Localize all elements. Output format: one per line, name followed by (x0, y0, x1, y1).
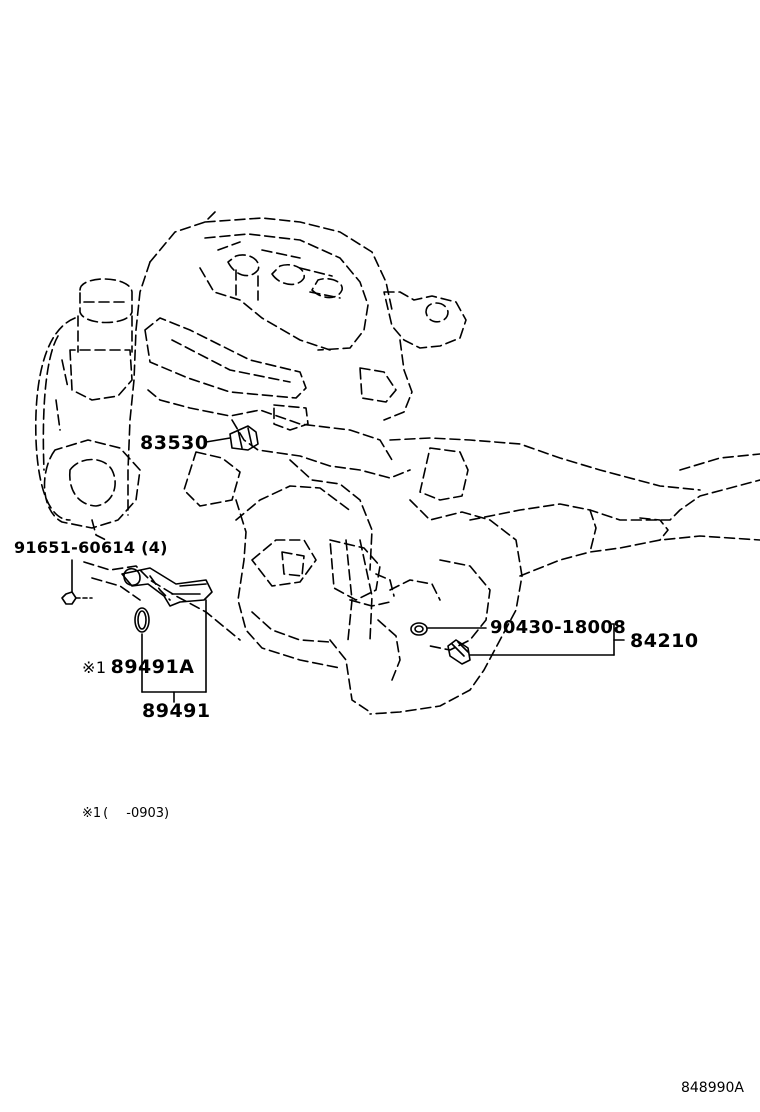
illustration-code: 848990A (680, 1080, 744, 1096)
o-ring-part (134, 607, 150, 633)
footnote-paren: ( (103, 806, 109, 821)
footnote-mark: ※1 (82, 806, 102, 821)
bolt-part (61, 591, 93, 605)
leader-84210 (469, 623, 625, 656)
sensor-bracket-part (121, 567, 213, 607)
leader-89491 (141, 599, 207, 703)
footnote-range: -0903) (126, 806, 170, 821)
callout-91651-60614[interactable]: 91651-60614 (4) (14, 538, 168, 557)
callout-89491a-number: 89491A (110, 656, 195, 678)
callout-84210[interactable]: 84210 (630, 630, 699, 652)
leader-83530 (205, 437, 231, 443)
callout-83530[interactable]: 83530 (140, 432, 209, 454)
footnote-applicability: ※1( -0903) (82, 806, 169, 821)
callout-89491[interactable]: 89491 (142, 700, 211, 722)
callout-90430-18008[interactable]: 90430-18008 (490, 617, 627, 638)
speed-sensor-part (447, 639, 471, 665)
engine-block-outline (34, 211, 760, 715)
oil-pressure-switch-part (229, 425, 259, 451)
note-mark: ※1 (82, 658, 107, 677)
gasket-part (410, 622, 428, 636)
